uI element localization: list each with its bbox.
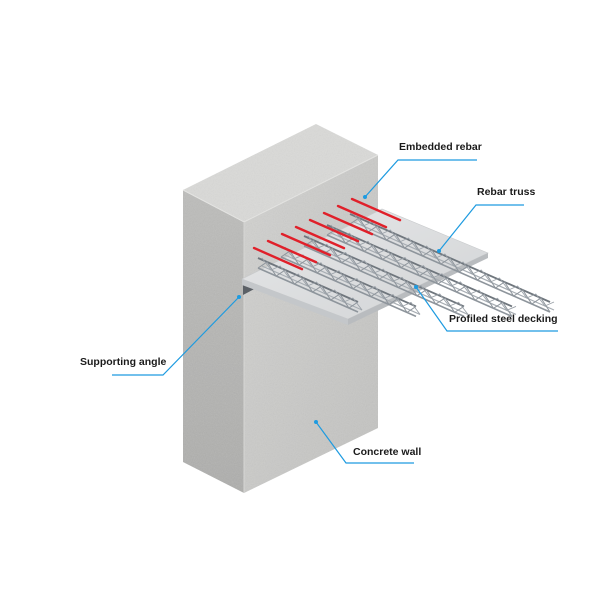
label-supporting-angle: Supporting angle bbox=[80, 356, 166, 368]
leader-rebar-truss bbox=[438, 204, 524, 252]
embedded-rebar-group bbox=[252, 197, 402, 271]
leader-dot-profiled-steel-decking bbox=[414, 285, 418, 289]
embedded-rebar-bar bbox=[280, 232, 332, 257]
embedded-rebar-bar bbox=[308, 218, 360, 243]
leader-concrete-wall bbox=[315, 421, 414, 464]
leader-lines bbox=[112, 159, 558, 464]
rebar-truss bbox=[326, 224, 517, 318]
rebar-truss-group bbox=[257, 213, 555, 318]
leader-dot-rebar-truss bbox=[437, 249, 441, 253]
leader-embedded-rebar bbox=[364, 159, 477, 198]
truss-web bbox=[330, 224, 517, 311]
embedded-rebar-bar bbox=[294, 225, 346, 250]
truss-top-chord bbox=[257, 257, 359, 303]
rebar-truss bbox=[349, 213, 555, 313]
truss-web bbox=[353, 213, 555, 307]
truss-bottom-chord bbox=[307, 243, 469, 315]
rebar-truss bbox=[303, 235, 469, 318]
embedded-rebar-bar bbox=[336, 204, 388, 229]
truss-web bbox=[257, 261, 359, 309]
wall-side-face bbox=[183, 190, 244, 493]
leader-profiled-steel-decking bbox=[415, 286, 558, 332]
wall-top-face bbox=[183, 124, 378, 222]
truss-bottom-chord bbox=[349, 223, 551, 313]
truss-bottom-chord bbox=[303, 245, 465, 318]
truss-bottom-chord bbox=[257, 267, 359, 313]
truss-web bbox=[349, 217, 551, 313]
truss-web bbox=[284, 246, 421, 315]
rebar-truss bbox=[257, 257, 363, 313]
label-embedded-rebar: Embedded rebar bbox=[399, 141, 482, 153]
truss-bottom-chord bbox=[280, 256, 417, 318]
leader-supporting-angle bbox=[112, 296, 240, 376]
label-concrete-wall: Concrete wall bbox=[353, 446, 421, 458]
label-rebar-truss: Rebar truss bbox=[477, 186, 536, 198]
embedded-rebar-bar bbox=[350, 197, 402, 222]
label-profiled-steel-decking: Profiled steel decking bbox=[449, 313, 558, 325]
embedded-rebar-bar bbox=[252, 246, 304, 271]
leader-dot-embedded-rebar bbox=[363, 195, 367, 199]
leader-dot-supporting-angle bbox=[237, 295, 241, 299]
decking-front-edge bbox=[242, 279, 348, 325]
embedded-rebar-bar bbox=[322, 211, 374, 236]
truss-bottom-chord bbox=[284, 254, 421, 315]
truss-web bbox=[280, 250, 417, 314]
leader-dot-concrete-wall bbox=[314, 420, 318, 424]
embedded-rebar-bar bbox=[266, 239, 318, 264]
truss-web bbox=[261, 257, 363, 311]
truss-web bbox=[307, 235, 469, 315]
